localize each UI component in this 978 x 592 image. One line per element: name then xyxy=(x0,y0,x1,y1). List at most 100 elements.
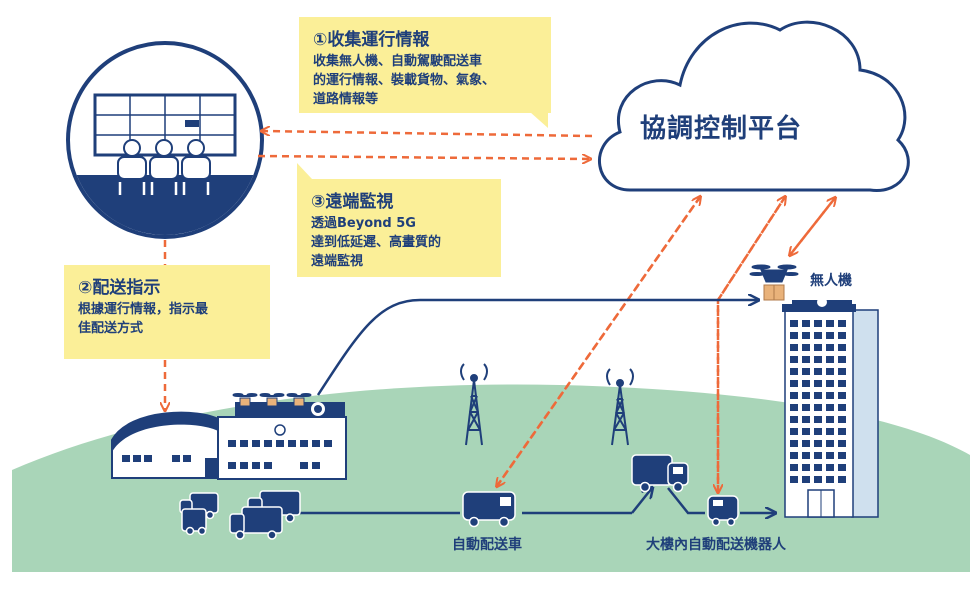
building-window xyxy=(790,476,798,483)
building-window xyxy=(790,368,798,375)
warehouse-depot xyxy=(111,402,347,480)
building-window xyxy=(802,464,810,471)
building-window xyxy=(814,380,822,387)
building-window xyxy=(814,320,822,327)
drone-label: 無人機 xyxy=(810,273,852,289)
building-window xyxy=(826,392,834,399)
building-window xyxy=(802,332,810,339)
link-cloud-vehicle xyxy=(497,196,702,486)
note-dispatch-line: 佳配送方式 xyxy=(78,321,144,336)
delivery-robot-icon xyxy=(707,495,739,527)
building-window xyxy=(790,428,798,435)
note-collect-tail xyxy=(530,112,548,128)
cell-tower-icon xyxy=(460,363,488,446)
building-window xyxy=(814,416,822,423)
building-window xyxy=(790,404,798,411)
building-window xyxy=(802,344,810,351)
building-window xyxy=(838,416,846,423)
building-window xyxy=(802,440,810,447)
building-window xyxy=(826,476,834,483)
note-monitor-line: 透過Beyond 5G xyxy=(311,216,416,231)
note-monitor-tail xyxy=(297,163,312,179)
building-window xyxy=(826,464,834,471)
drone-icon xyxy=(749,264,799,301)
building-window xyxy=(790,332,798,339)
cloud-platform-label: 協調控制平台 xyxy=(640,114,803,144)
note-collect-line: 的運行情報、裝載貨物、氣象、 xyxy=(313,73,496,88)
building-window xyxy=(814,404,822,411)
building-window xyxy=(814,368,822,375)
building-window xyxy=(838,320,846,327)
building-window xyxy=(802,404,810,411)
building-window xyxy=(826,332,834,339)
building-window xyxy=(814,344,822,351)
truck-to-robot-arrow xyxy=(667,487,705,515)
building-window xyxy=(790,380,798,387)
building-window xyxy=(838,428,846,435)
building-window xyxy=(838,440,846,447)
building-window xyxy=(826,344,834,351)
building-window xyxy=(802,392,810,399)
building-window xyxy=(790,464,798,471)
drone-flight-path xyxy=(316,300,758,396)
building-window xyxy=(838,476,846,483)
link-control-to-cloud xyxy=(257,156,590,159)
note-monitor-line: 遠端監視 xyxy=(311,254,364,269)
building-window xyxy=(838,464,846,471)
building-window xyxy=(814,356,822,363)
depot-trucks-icon xyxy=(179,490,301,540)
building-window xyxy=(802,380,810,387)
building-window xyxy=(838,344,846,351)
note-collect-info: ①收集運行情報 收集無人機、自動駕駛配送車 的運行情報、裝載貨物、氣象、 道路情… xyxy=(299,17,551,113)
building-window xyxy=(790,344,798,351)
building-window xyxy=(826,368,834,375)
building-window xyxy=(826,380,834,387)
building-window xyxy=(790,320,798,327)
building-window xyxy=(826,320,834,327)
building-window xyxy=(802,452,810,459)
building-window xyxy=(814,464,822,471)
note-collect-title: ①收集運行情報 xyxy=(313,30,430,50)
cell-tower-icon xyxy=(606,368,634,446)
building-window xyxy=(838,368,846,375)
building-window xyxy=(838,452,846,459)
building-window xyxy=(790,416,798,423)
note-monitor-title: ③遠端監視 xyxy=(311,192,394,212)
building-window xyxy=(826,452,834,459)
building-window xyxy=(802,320,810,327)
road-to-truck-arrow xyxy=(631,488,652,514)
building-window xyxy=(802,416,810,423)
building-window xyxy=(814,476,822,483)
autonomous-delivery-vehicle-icon xyxy=(462,491,516,528)
note-monitor-line: 達到低延遲、高畫質的 xyxy=(311,235,442,250)
note-collect-line: 收集無人機、自動駕駛配送車 xyxy=(313,54,483,69)
building-window xyxy=(802,356,810,363)
note-dispatch-line: 根據運行情報，指示最 xyxy=(78,302,209,317)
building-window xyxy=(790,356,798,363)
building-window xyxy=(826,416,834,423)
building-window xyxy=(814,440,822,447)
building-window xyxy=(790,392,798,399)
note-dispatch: ②配送指示 根據運行情報，指示最 佳配送方式 xyxy=(64,265,270,359)
building-window xyxy=(838,380,846,387)
building-window xyxy=(814,428,822,435)
building-window xyxy=(802,428,810,435)
building-window xyxy=(826,404,834,411)
link-drone-cloud xyxy=(789,198,835,256)
note-dispatch-title: ②配送指示 xyxy=(78,278,161,298)
building-window xyxy=(790,452,798,459)
building-window xyxy=(826,428,834,435)
note-collect-line: 道路情報等 xyxy=(313,92,379,107)
cloud-shape xyxy=(598,20,910,192)
control-room-icon xyxy=(66,41,264,239)
building-window xyxy=(802,476,810,483)
note-remote-monitor: ③遠端監視 透過Beyond 5G 達到低延遲、高畫質的 遠端監視 xyxy=(297,179,501,277)
building-window xyxy=(814,392,822,399)
building-window xyxy=(838,332,846,339)
building-window xyxy=(838,356,846,363)
link-vehicle-cloud xyxy=(495,197,700,487)
building-window xyxy=(790,440,798,447)
building-window xyxy=(802,368,810,375)
building-window xyxy=(814,332,822,339)
